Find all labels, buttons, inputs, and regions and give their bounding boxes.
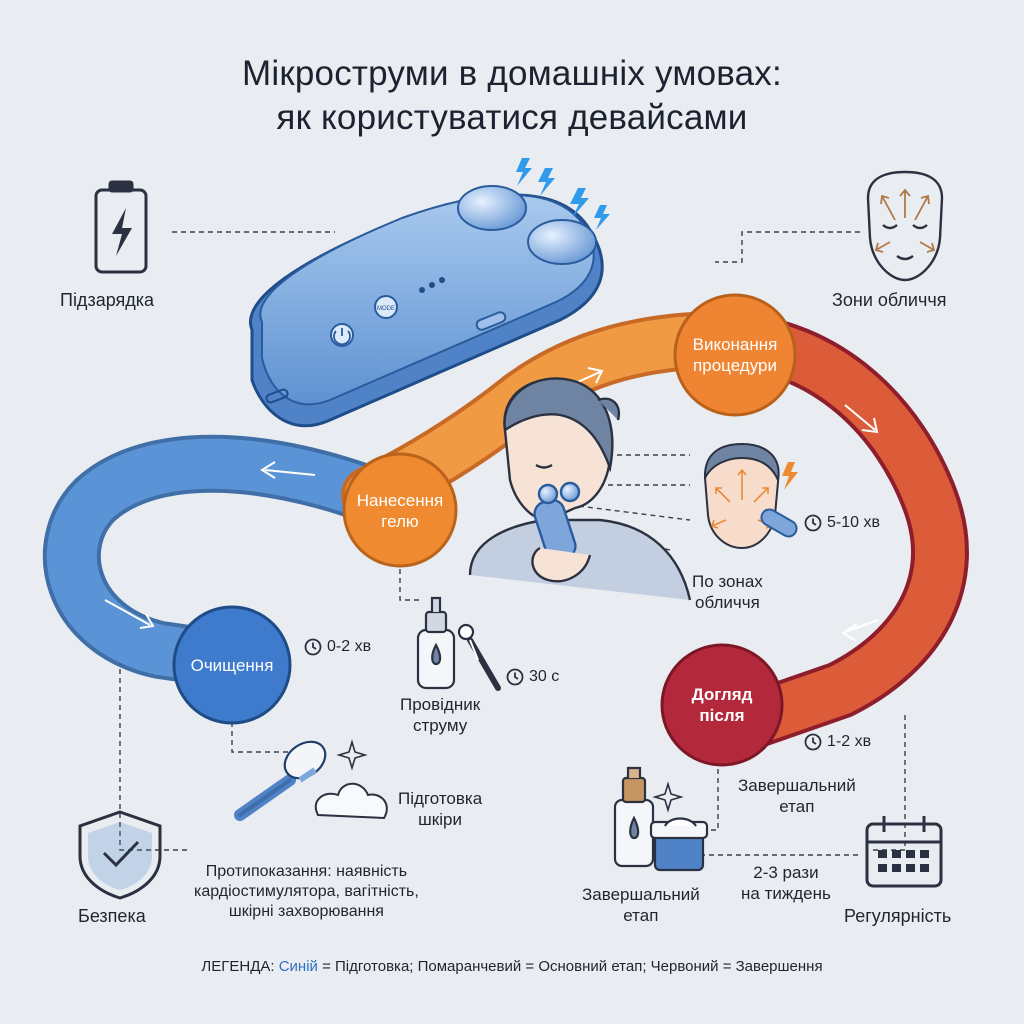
time-cleansing: 0-2 хв — [304, 638, 371, 656]
contraindications-line-1: Протипоказання: наявність — [205, 863, 408, 880]
label-face-zones: Зони обличчя — [832, 290, 947, 310]
time-aftercare-value: 1-2 хв — [827, 733, 872, 750]
battery-bolt-icon — [94, 180, 148, 274]
note-final-stage-upper: Завершальний етап — [738, 775, 856, 817]
microcurrent-device: MODE — [249, 185, 604, 428]
title-line-2: як користуватися девайсами — [276, 98, 748, 137]
clock-icon — [304, 638, 322, 656]
time-cleansing-value: 0-2 хв — [327, 638, 372, 655]
brush-icon — [234, 740, 327, 821]
note-skin-prep-line-1: Підготовка — [398, 789, 483, 808]
note-current-conductor: Провідник струму — [400, 694, 480, 736]
stage-circle-aftercare — [660, 643, 784, 767]
clock-icon — [804, 514, 822, 532]
note-skin-prep: Підготовка шкіри — [398, 788, 482, 830]
stage-label-aftercare: Догляд після — [662, 684, 782, 726]
stage-label-procedure: Виконання процедури — [675, 334, 795, 376]
label-charge: Підзарядка — [60, 290, 155, 310]
serum-jar-icon — [613, 766, 709, 872]
stage-procedure-line-2: процедури — [693, 356, 777, 375]
face-zones-illustration — [703, 442, 798, 550]
note-final-upper-line-2: етап — [779, 797, 815, 816]
dropper-bottle-icon — [416, 596, 501, 691]
stage-aftercare-line-2: після — [699, 706, 745, 725]
time-gel-value: 30 с — [529, 668, 560, 685]
legend-rest: = Підготовка; Помаранчевий = Основний ет… — [322, 958, 823, 975]
note-final-stage-lower: Завершальний етап — [582, 884, 700, 926]
stage-gel-line-2: гелю — [381, 512, 419, 531]
note-conductor-line-2: струму — [412, 716, 468, 735]
legend-prefix: ЛЕГЕНДА: — [201, 958, 275, 975]
woman-illustration — [468, 377, 692, 601]
legend: ЛЕГЕНДА: Синій = Підготовка; Помаранчеви… — [0, 958, 1024, 975]
legend-blue: Синій — [278, 958, 318, 975]
time-procedure: 5-10 хв — [804, 514, 880, 532]
note-frequency-line-2: на тиждень — [741, 884, 831, 903]
clock-icon — [804, 733, 822, 751]
label-safety: Безпека — [78, 906, 146, 926]
label-regularity: Регулярність — [844, 906, 952, 926]
contraindications-line-2: кардіостимулятора, вагітність, — [194, 883, 419, 900]
title-line-1: Мікроструми в домашніх умовах: — [242, 54, 782, 93]
connector-lines — [119, 231, 906, 856]
time-gel: 30 с — [506, 668, 559, 686]
stage-label-gel: Нанесення гелю — [344, 490, 456, 532]
time-aftercare: 1-2 хв — [804, 733, 871, 751]
sparkle-icon — [336, 739, 368, 771]
face-arrows-icon — [866, 170, 944, 282]
lightning-icon — [782, 462, 798, 490]
stage-procedure-line-1: Виконання — [692, 335, 778, 354]
note-frequency-line-1: 2-3 рази — [753, 863, 819, 882]
shield-check-icon — [78, 810, 162, 900]
note-contraindications: Протипоказання: наявність кардіостимулят… — [194, 862, 419, 922]
stage-aftercare-line-1: Догляд — [691, 685, 753, 704]
note-zones-line-2: обличчя — [695, 593, 760, 612]
note-zones-line-1: По зонах — [692, 572, 763, 591]
stage-circle-procedure — [673, 293, 797, 417]
note-skin-prep-line-2: шкіри — [418, 810, 462, 829]
device-mode-label: MODE — [377, 306, 395, 312]
note-conductor-line-1: Провідник — [400, 695, 481, 714]
stage-gel-line-1: Нанесення — [356, 491, 444, 510]
stage-circle-gel — [342, 452, 458, 568]
note-final-upper-line-1: Завершальний — [738, 776, 856, 795]
lightning-icon — [516, 158, 610, 230]
sparkle-icon — [652, 781, 684, 813]
note-final-lower-line-2: етап — [623, 906, 659, 925]
stage-label-cleansing: Очищення — [190, 656, 274, 675]
stage-circle-cleansing — [172, 605, 292, 725]
note-by-zones: По зонах обличчя — [692, 571, 763, 613]
foam-illustration — [314, 782, 388, 820]
clock-icon — [506, 668, 524, 686]
calendar-icon — [865, 816, 943, 888]
time-procedure-value: 5-10 хв — [827, 514, 880, 531]
contraindications-line-3: шкірні захворювання — [228, 903, 384, 920]
page-title: Мікроструми в домашніх умовах: як корист… — [0, 52, 1024, 140]
note-final-lower-line-1: Завершальний — [582, 885, 700, 904]
note-frequency: 2-3 рази на тиждень — [741, 862, 831, 904]
